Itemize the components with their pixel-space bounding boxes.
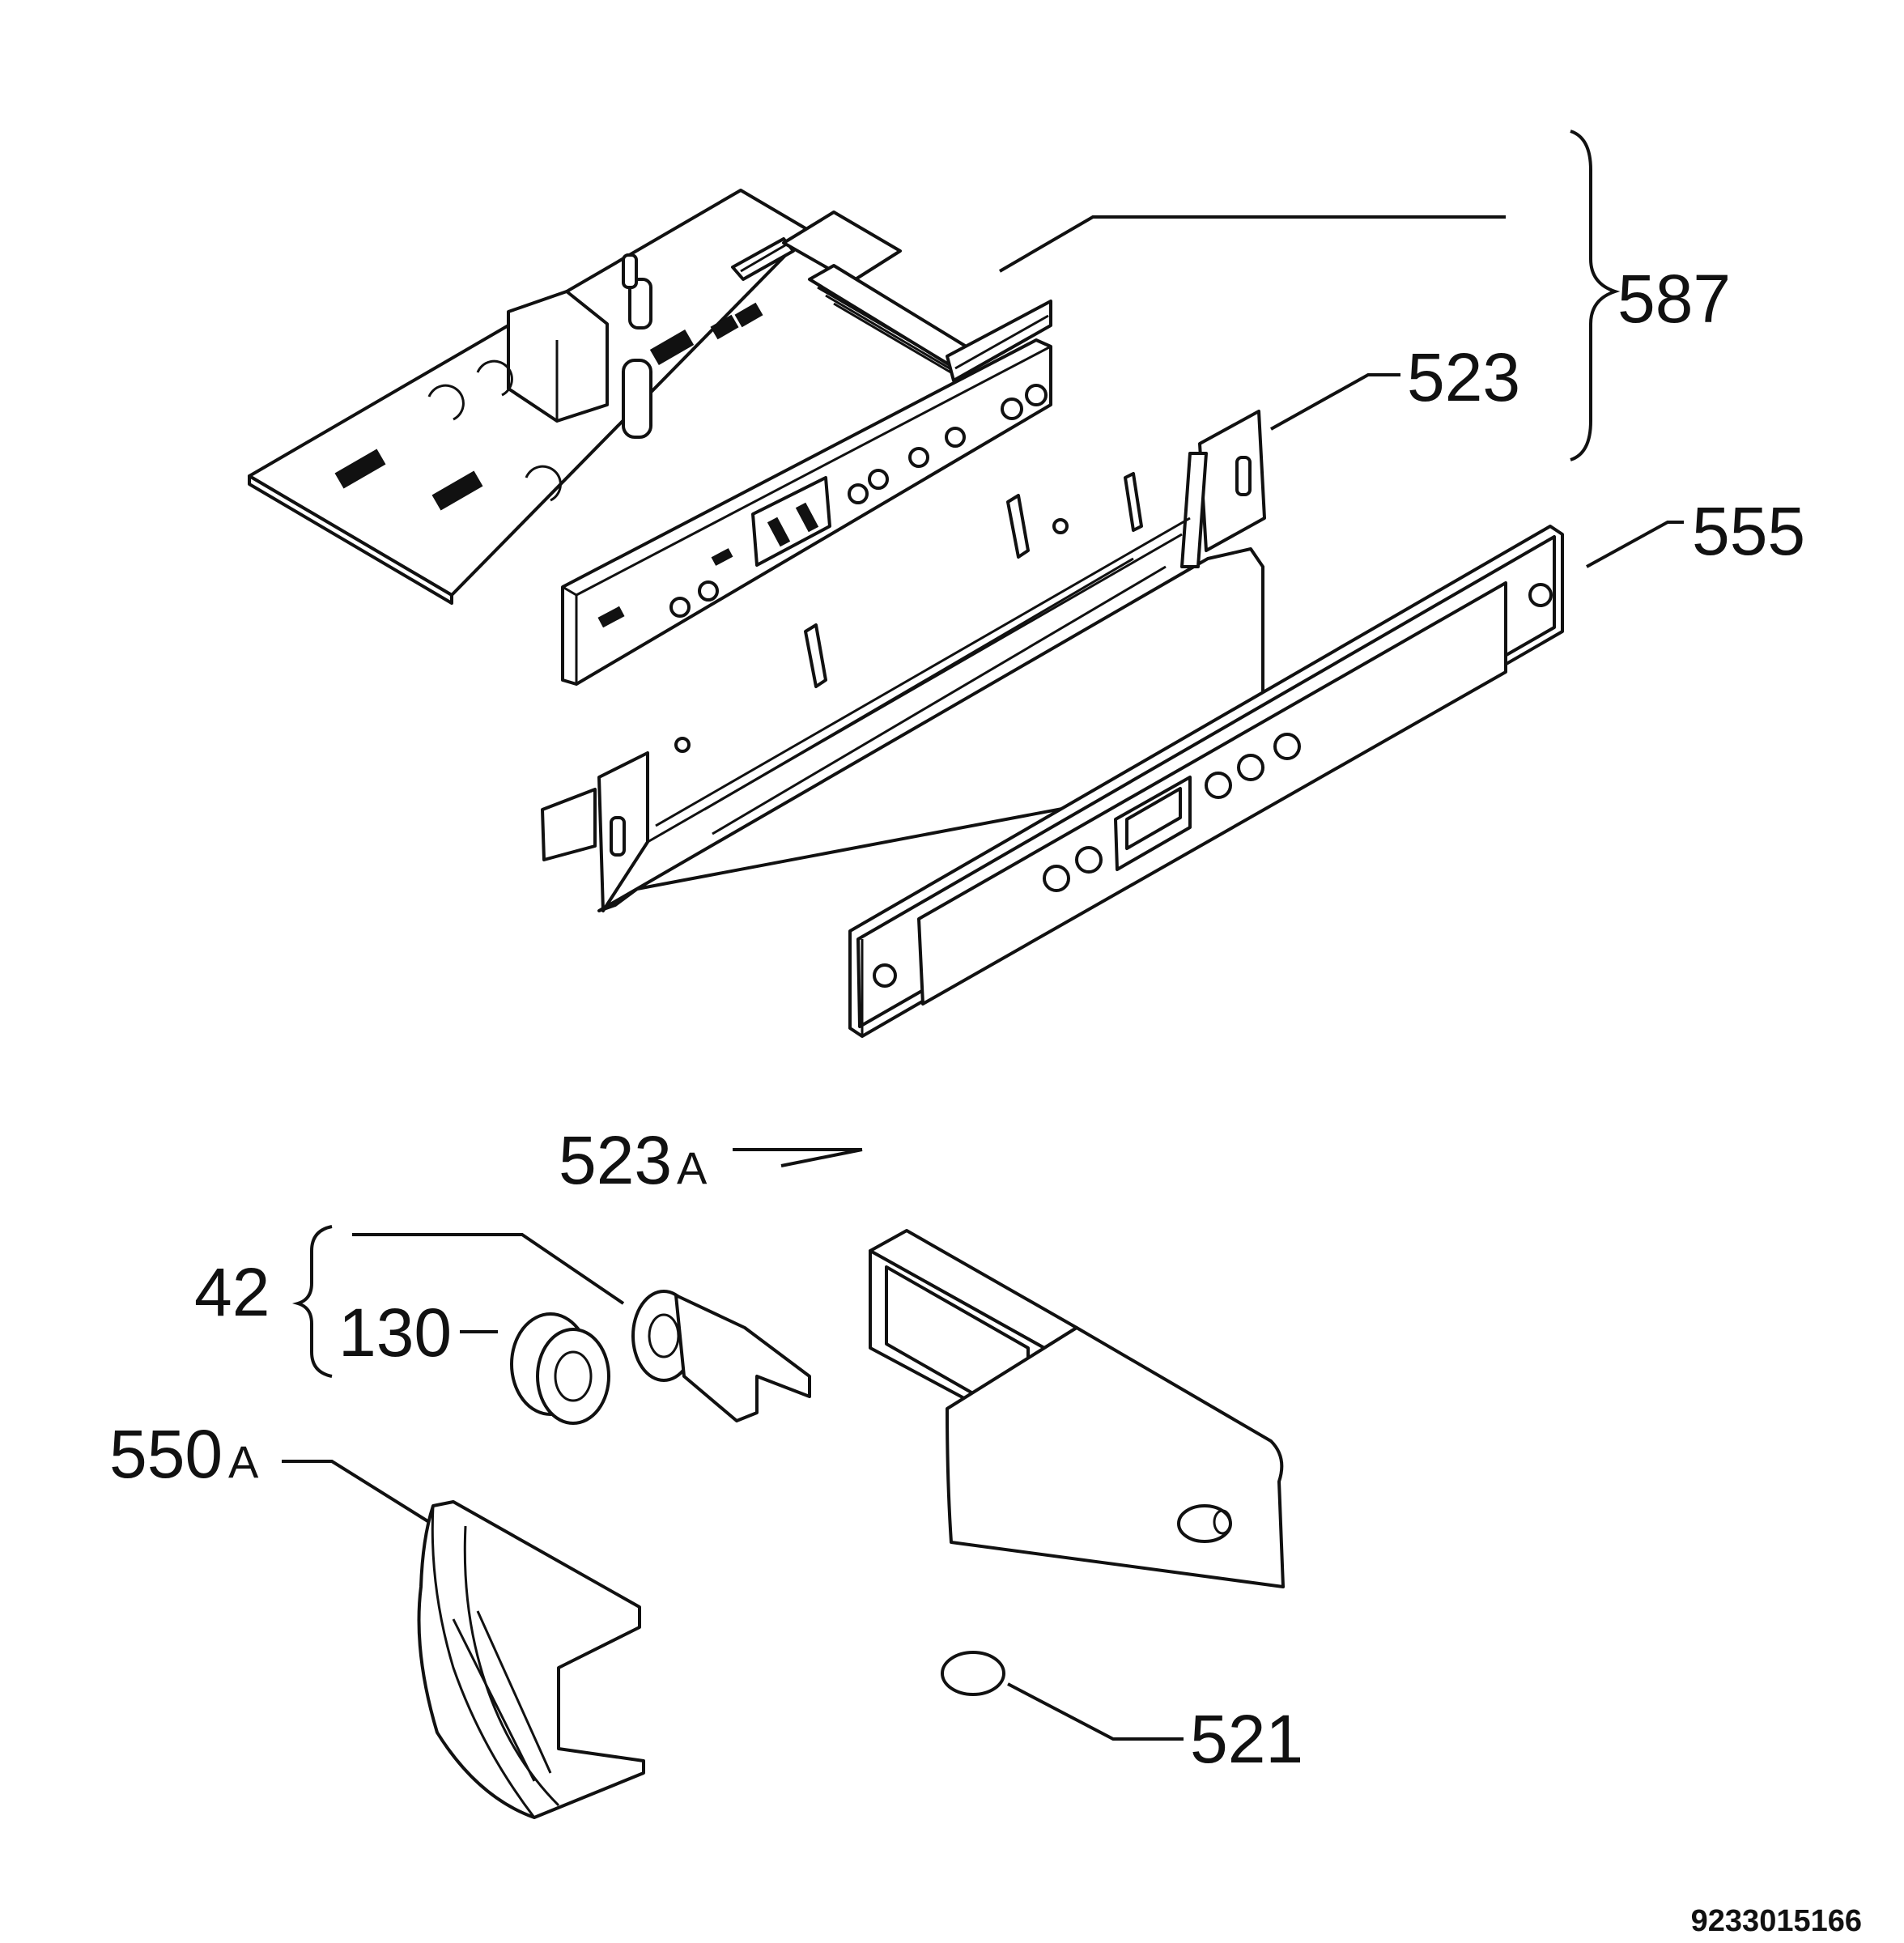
callout-550a-number: 550 — [109, 1416, 223, 1492]
callout-521: 521 — [1190, 1701, 1303, 1777]
callout-42: 42 — [194, 1254, 270, 1330]
leader-lines — [282, 215, 1684, 1741]
knob-shaft — [631, 1290, 811, 1422]
callout-523a-suffix: A — [677, 1142, 708, 1193]
callout-587: 587 — [1617, 261, 1731, 337]
display-board — [561, 338, 1052, 686]
knob-130 — [510, 1312, 610, 1425]
knob-holder-523a — [869, 1229, 1285, 1588]
document-number: 9233015166 — [1691, 1904, 1862, 1938]
end-cap-550a — [417, 1500, 645, 1819]
callout-555: 555 — [1692, 493, 1805, 569]
callout-523: 523 — [1407, 339, 1520, 415]
pcb-board — [248, 189, 811, 605]
callout-130: 130 — [338, 1295, 452, 1371]
callout-523a-number: 523 — [559, 1122, 672, 1198]
brace-587 — [1570, 130, 1621, 461]
callout-550a-suffix: A — [228, 1436, 259, 1487]
ribbon-cable — [782, 210, 1052, 384]
brace-42 — [291, 1225, 333, 1378]
control-panel-555 — [848, 525, 1564, 1038]
frame-523 — [541, 410, 1266, 912]
o-ring-521 — [941, 1651, 1005, 1696]
